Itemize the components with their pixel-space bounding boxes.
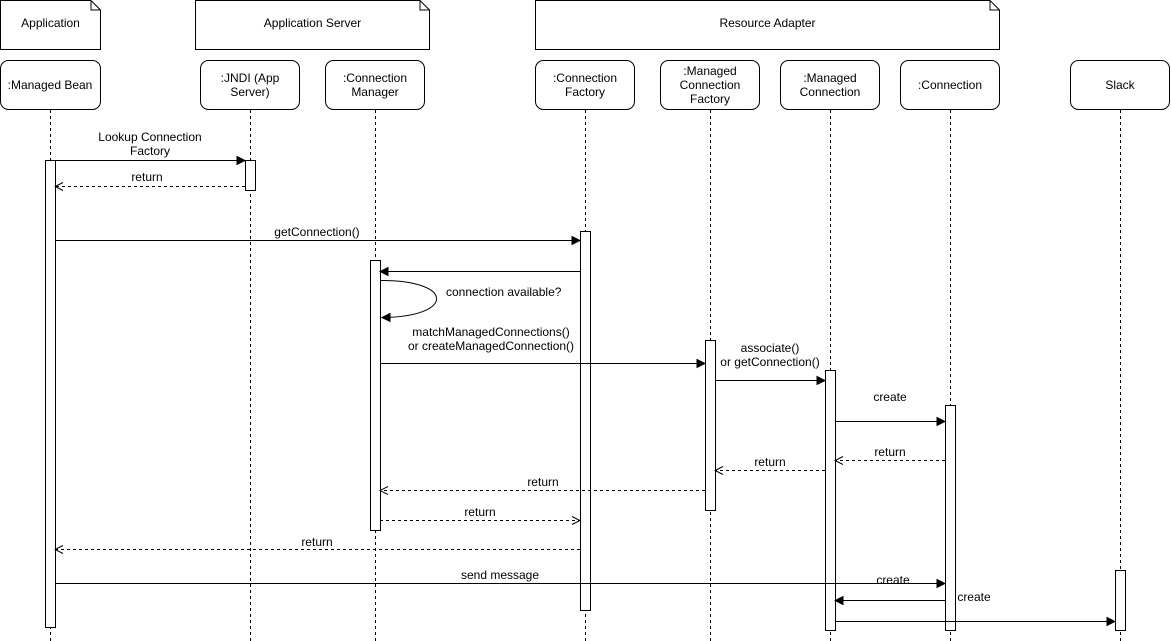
message-11: return <box>380 475 705 491</box>
message-label: create <box>876 573 910 587</box>
message-label: or getConnection() <box>720 355 819 369</box>
message-label: matchManagedConnections() <box>412 325 569 339</box>
group-application-server: Application Server <box>195 0 430 50</box>
message-label: return <box>131 170 162 184</box>
activation-bar <box>370 260 381 531</box>
activation-bar <box>705 340 716 511</box>
message-12: return <box>380 505 580 521</box>
participant-slack: Slack <box>1070 60 1170 110</box>
message-3: getConnection() <box>55 225 580 241</box>
message-13: return <box>55 535 580 550</box>
message-9: return <box>835 445 945 461</box>
message-label: return <box>874 445 905 459</box>
message-label: create <box>873 390 907 404</box>
message-8: create <box>835 390 945 422</box>
message-7: associate()or getConnection() <box>715 341 825 381</box>
participant-label: Slack <box>1105 78 1135 92</box>
participant-managed-connection: :ManagedConnection <box>780 60 880 110</box>
message-15: create <box>876 573 910 587</box>
message-label: connection available? <box>446 285 562 299</box>
message-label: Factory <box>130 144 170 158</box>
message-label: Lookup Connection <box>98 130 201 144</box>
participant-managed-bean: :Managed Bean <box>0 60 101 110</box>
message-5: connection available? <box>380 279 562 317</box>
activation-bar <box>245 160 256 191</box>
message-2: return <box>55 170 245 187</box>
activation-bar <box>580 231 591 611</box>
participant-label: Server) <box>230 85 269 99</box>
message-label: create <box>957 590 991 604</box>
message-10: return <box>715 455 825 471</box>
activation-bar <box>1115 570 1126 631</box>
message-label: return <box>301 535 332 549</box>
message-label: getConnection() <box>274 225 359 239</box>
message-label: return <box>527 475 558 489</box>
activation-bar <box>45 160 56 628</box>
message-16: create <box>835 590 991 604</box>
message-14: send message <box>55 568 945 584</box>
message-label: or createManagedConnection() <box>408 339 574 353</box>
participant-label: :Managed <box>803 71 856 85</box>
participant-label: :Connection <box>553 71 617 85</box>
participant-label: :Connection <box>343 71 407 85</box>
participant-label: Factory <box>565 85 605 99</box>
message-label: associate() <box>741 341 800 355</box>
group-label: Application Server <box>264 16 361 30</box>
message-label: send message <box>461 568 539 582</box>
participant-label: Manager <box>351 85 398 99</box>
group-label: Resource Adapter <box>719 16 815 30</box>
group-resource-adapter: Resource Adapter <box>535 0 1000 50</box>
message-label: return <box>754 455 785 469</box>
message-6: matchManagedConnections()or createManage… <box>380 325 705 364</box>
participant-connection: :Connection <box>900 60 1000 110</box>
activation-bar <box>945 405 956 631</box>
message-label: return <box>464 505 495 519</box>
activation-bar <box>825 370 836 631</box>
participant-label: :Managed Bean <box>8 78 93 92</box>
participant-label: :JNDI (App <box>221 71 280 85</box>
message-arrow <box>380 279 438 317</box>
participant-label: :Managed <box>683 64 736 78</box>
group-label: Application <box>21 16 80 30</box>
participant-label: Connection <box>680 78 741 92</box>
participant-label: Factory <box>690 92 730 106</box>
participant-label: Connection <box>800 85 861 99</box>
group-application: Application <box>0 0 101 50</box>
participant-label: :Connection <box>918 78 982 92</box>
